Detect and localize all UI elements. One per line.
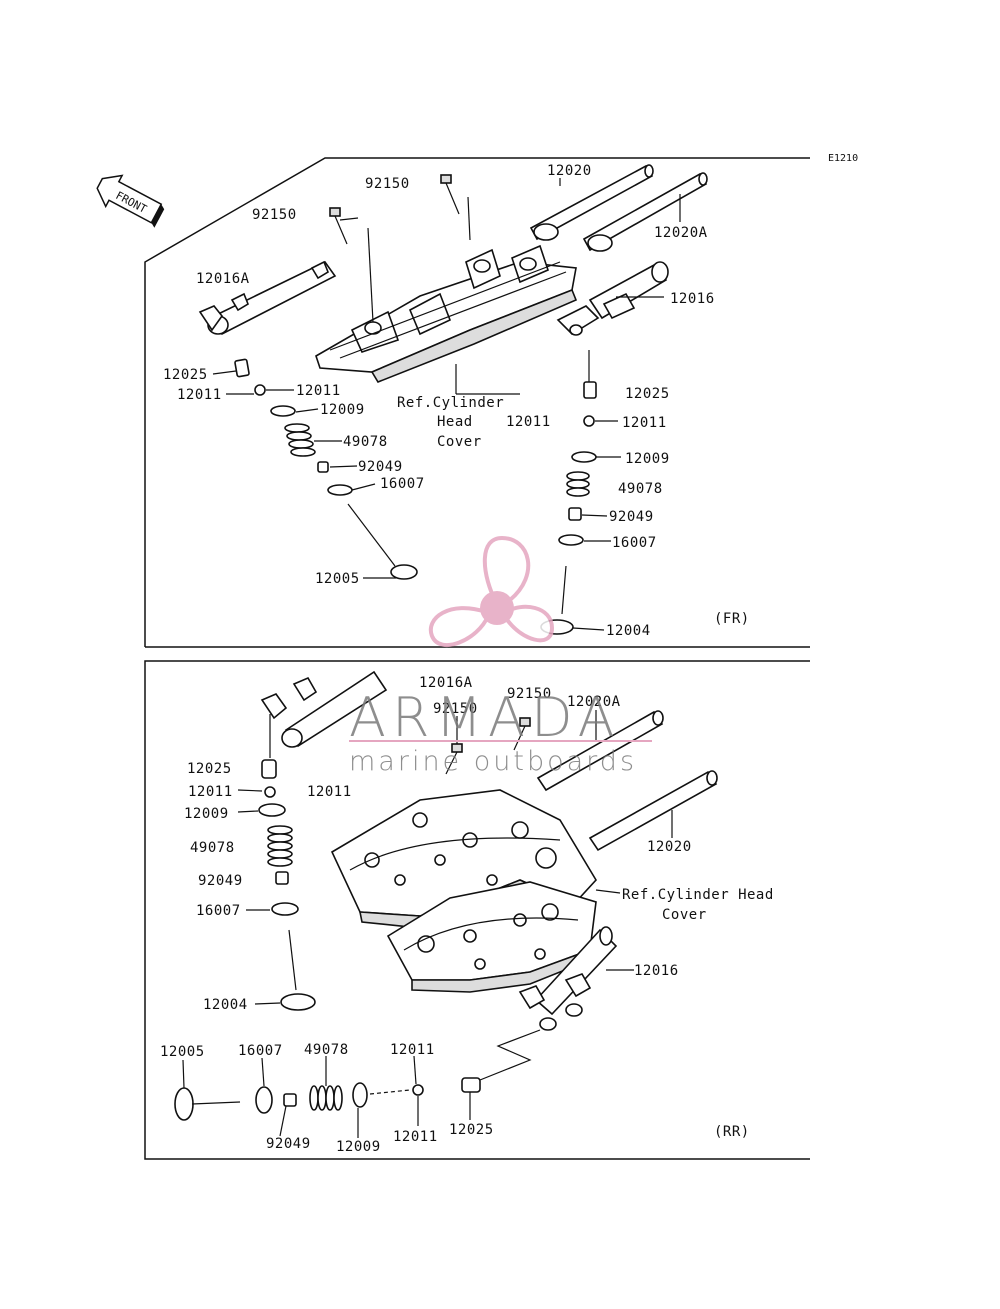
part-label: 49078 bbox=[304, 1042, 349, 1058]
cylinder-head-cover-rr bbox=[330, 789, 597, 993]
part-label: 12009 bbox=[320, 402, 365, 418]
top-panel-drawing bbox=[198, 164, 708, 635]
part-label: 12009 bbox=[184, 806, 229, 822]
top-leader-lines bbox=[212, 178, 681, 631]
part-label: 49078 bbox=[618, 481, 663, 497]
part-label: 92049 bbox=[609, 509, 654, 525]
part-label: 12020 bbox=[547, 163, 592, 179]
part-label: 16007 bbox=[380, 476, 425, 492]
armada-watermark: ARMADA marine outboards bbox=[349, 535, 652, 777]
camshaft-12020-rr bbox=[588, 770, 718, 852]
valve-train-vertical-rr bbox=[258, 759, 316, 1011]
camshaft-12020 bbox=[529, 164, 654, 241]
part-label: 12009 bbox=[625, 451, 670, 467]
top-panel-frame bbox=[144, 157, 810, 648]
part-label: 12016A bbox=[196, 271, 250, 287]
part-label: 12011 bbox=[622, 415, 667, 431]
part-label: 16007 bbox=[238, 1043, 283, 1059]
rocker-shaft-12016 bbox=[556, 261, 669, 336]
part-label: 12025 bbox=[449, 1122, 494, 1138]
part-label: 12004 bbox=[606, 623, 651, 639]
part-label: 12011 bbox=[177, 387, 222, 403]
part-label: 12016A bbox=[419, 675, 473, 691]
bolt-92150-a bbox=[329, 207, 348, 245]
bolt-92150-b bbox=[440, 174, 460, 215]
part-label: 12025 bbox=[163, 367, 208, 383]
part-label: 92049 bbox=[266, 1136, 311, 1152]
part-label: 12020A bbox=[567, 694, 621, 710]
bolt-92150-rr-b bbox=[513, 717, 531, 751]
part-label: 92150 bbox=[252, 207, 297, 223]
part-label: 92150 bbox=[507, 686, 552, 702]
part-label: 12011 bbox=[307, 784, 352, 800]
part-label: 12011 bbox=[393, 1129, 438, 1145]
part-label: 92150 bbox=[433, 701, 478, 717]
part-label: 12016 bbox=[634, 963, 679, 979]
rocker-shaft-12016-rr bbox=[479, 926, 618, 1081]
propeller-logo-icon bbox=[428, 535, 555, 648]
part-label: 12011 bbox=[390, 1042, 435, 1058]
ref-cylinder-head-cover-label: Cover bbox=[662, 907, 707, 923]
rocker-shaft-12016A-rr bbox=[260, 670, 388, 758]
bottom-panel-drawing bbox=[174, 670, 718, 1138]
part-label: 12025 bbox=[625, 386, 670, 402]
valve-train-left bbox=[234, 358, 418, 580]
part-label: 92049 bbox=[358, 459, 403, 475]
camshaft-12020A bbox=[582, 172, 708, 252]
part-label: 49078 bbox=[190, 840, 235, 856]
valve-train-right bbox=[540, 350, 597, 635]
ref-cylinder-head-cover-label: Ref.Cylinder Head bbox=[622, 887, 774, 903]
panel-tag-rr: (RR) bbox=[714, 1124, 750, 1140]
valve-train-horizontal-rr bbox=[174, 1077, 481, 1121]
part-label: 12020A bbox=[654, 225, 708, 241]
bottom-leader-lines bbox=[182, 710, 673, 1138]
part-label: 12016 bbox=[670, 291, 715, 307]
part-label: 12011 bbox=[296, 383, 341, 399]
watermark-tagline: marine outboards bbox=[349, 746, 637, 777]
part-label: 16007 bbox=[612, 535, 657, 551]
rocker-shaft-12016A bbox=[198, 260, 337, 336]
part-label: 12005 bbox=[315, 571, 360, 587]
part-label: 12020 bbox=[647, 839, 692, 855]
camshaft-12020A-rr bbox=[536, 710, 664, 792]
part-label: 12011 bbox=[188, 784, 233, 800]
panel-tag-fr: (FR) bbox=[714, 611, 750, 627]
part-label: 12025 bbox=[187, 761, 232, 777]
part-label: 12009 bbox=[336, 1139, 381, 1155]
ref-cylinder-head-cover-label: Cover bbox=[437, 434, 482, 450]
bottom-panel-frame bbox=[144, 660, 810, 1160]
part-label: 12011 bbox=[506, 414, 551, 430]
front-arrow-icon: FRONT bbox=[96, 174, 165, 228]
ref-cylinder-head-cover-label: Head bbox=[437, 414, 473, 430]
part-label: 16007 bbox=[196, 903, 241, 919]
part-label: 49078 bbox=[343, 434, 388, 450]
ref-cylinder-head-cover-label: Ref.Cylinder bbox=[397, 395, 504, 411]
part-label: 12004 bbox=[203, 997, 248, 1013]
part-label: 92049 bbox=[198, 873, 243, 889]
diagram-code: E1210 bbox=[828, 153, 858, 164]
part-label: 92150 bbox=[365, 176, 410, 192]
cylinder-head-cover-top bbox=[315, 244, 578, 383]
watermark-brand: ARMADA bbox=[349, 686, 621, 749]
part-label: 12005 bbox=[160, 1044, 205, 1060]
